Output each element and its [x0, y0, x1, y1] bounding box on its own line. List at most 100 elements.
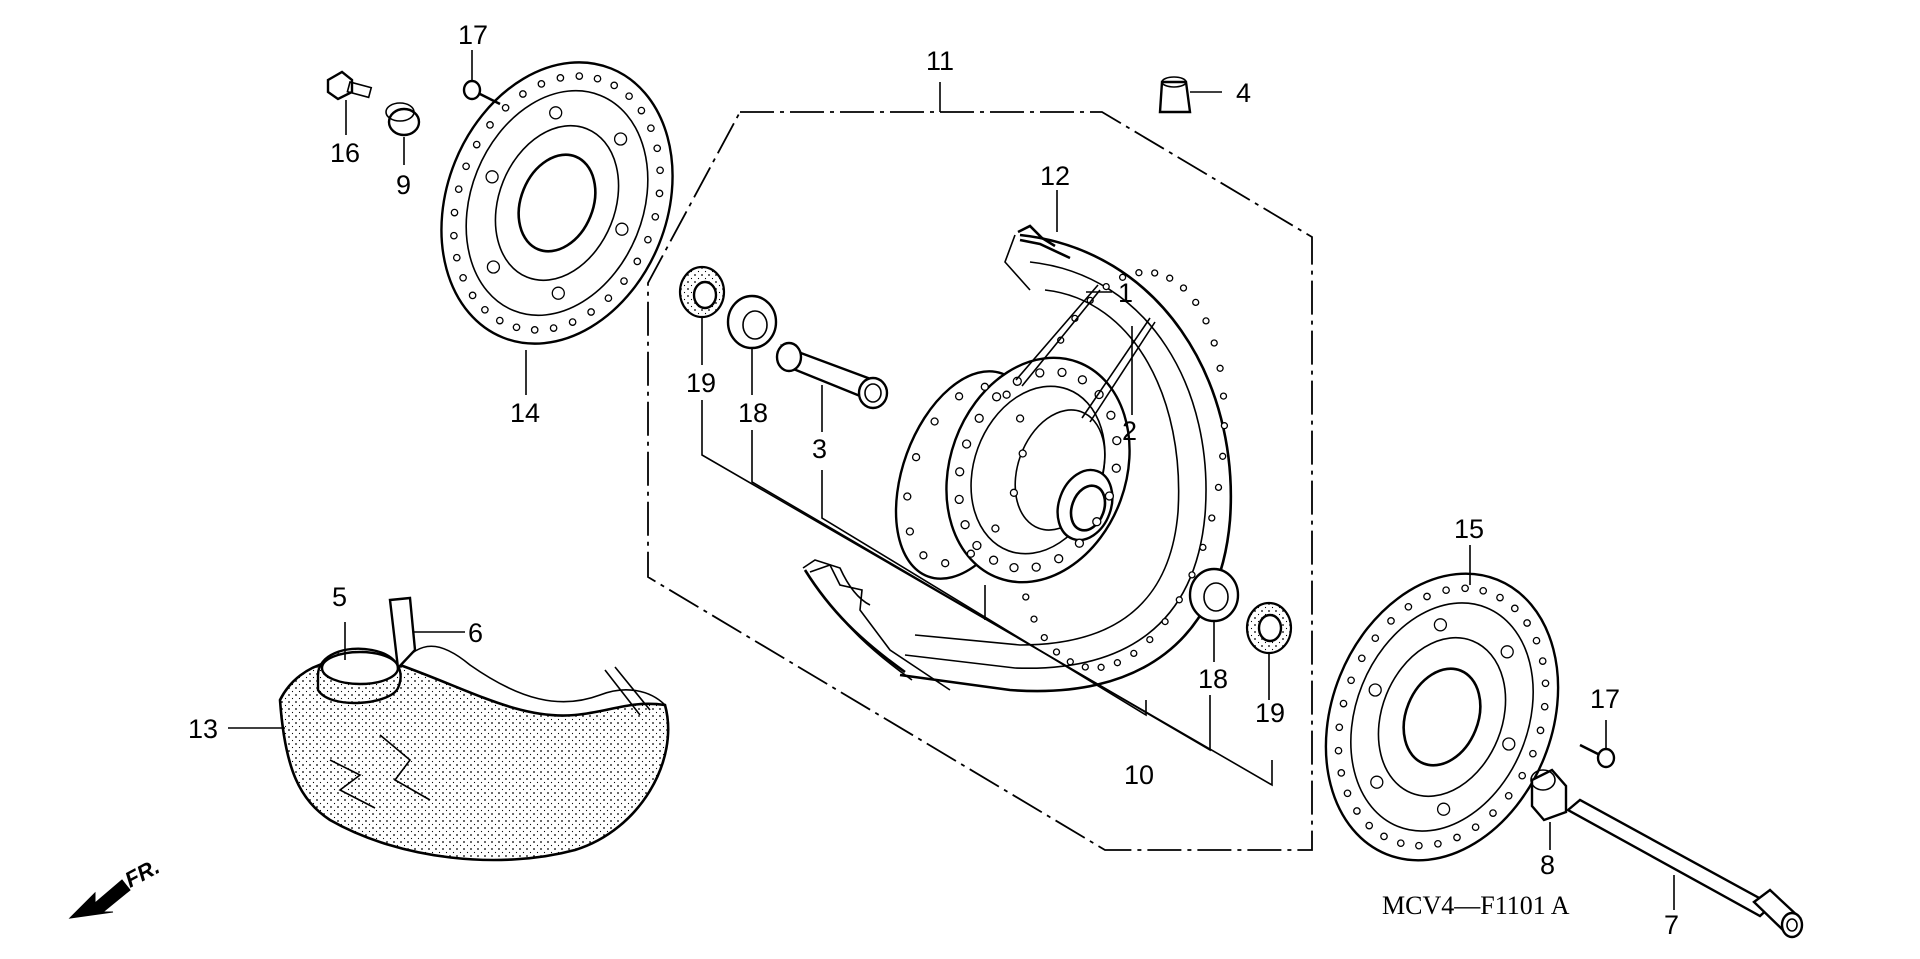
hub-hole [1031, 562, 1041, 572]
disc-vent-hole [1532, 636, 1541, 645]
rim-hole [1102, 282, 1110, 291]
hub-hole [1015, 414, 1025, 423]
hub-hole [1035, 368, 1045, 378]
disc-vent-hole [462, 162, 470, 171]
disc-vent-hole [1453, 833, 1461, 842]
disc-vent-hole [1523, 619, 1531, 627]
hub-hole [966, 549, 976, 558]
valve-stem-line-2 [1081, 317, 1151, 419]
brake-disc-left [440, 61, 674, 345]
callout-9: 9 [396, 170, 411, 200]
rim-hole [1086, 296, 1094, 305]
rim-hole [1202, 317, 1210, 325]
hub-hole [1018, 449, 1027, 458]
disc-vent-hole [644, 235, 652, 244]
radial-bearing-right-inner [1188, 567, 1240, 623]
hub-hole [972, 540, 982, 551]
hub-hole [1106, 410, 1116, 420]
rim-hole [1175, 596, 1183, 604]
hub-hole [905, 527, 915, 536]
disc-vent-hole [656, 166, 664, 175]
disc-mount-bolt [1368, 683, 1382, 697]
callout-8: 8 [1540, 850, 1555, 880]
disc-vent-hole [1529, 749, 1537, 758]
hub-hole [961, 439, 972, 449]
disc-vent-hole [1518, 771, 1527, 780]
disc-vent-hole [637, 106, 646, 115]
radial-bearing-left-outer [678, 265, 726, 319]
disc-vent-hole [1334, 746, 1343, 755]
side-collar-right [1530, 768, 1568, 822]
disc-vent-hole [486, 121, 494, 129]
callout-11: 11 [926, 46, 954, 76]
disc-vent-hole [653, 144, 662, 153]
front-axle [1565, 798, 1804, 939]
disc-vent-hole [452, 253, 461, 262]
hub-hole [919, 551, 928, 560]
hub-hole [988, 555, 999, 565]
rim-hole [1146, 635, 1154, 644]
callout-6: 6 [468, 618, 483, 648]
disc-vent-hole [1489, 809, 1497, 817]
radial-bearing-left-inner [726, 294, 778, 350]
disc-mount-bolt [615, 222, 629, 236]
rim-hole [1216, 364, 1224, 372]
disc-vent-hole [530, 326, 539, 334]
disc-vent-hole [519, 90, 527, 98]
rim-hole [1130, 649, 1138, 658]
hub-hole [955, 467, 965, 477]
rim-hole [1022, 593, 1030, 601]
hub-hole [1009, 488, 1019, 497]
disc-mount-bolt [1370, 775, 1384, 789]
disc-vent-hole [512, 323, 521, 332]
disc-vent-hole [537, 80, 546, 88]
disc-vent-hole [633, 257, 642, 266]
rim-hole [1219, 392, 1228, 400]
callout-1: 1 [1118, 278, 1133, 308]
disc-vent-hole [1387, 617, 1395, 625]
rim-tape [1019, 238, 1071, 260]
rim-hole [1081, 663, 1089, 671]
brake-disc-right [1324, 572, 1560, 862]
hub-hole [1009, 562, 1019, 573]
rim-hole [1066, 658, 1074, 666]
disc-vent-hole [625, 92, 633, 101]
hub-hole [1077, 375, 1088, 385]
hub-hole [991, 392, 1002, 402]
callout-19-right: 19 [1255, 698, 1285, 728]
wheel-rim [803, 224, 1233, 693]
rim-hole [1219, 452, 1227, 460]
rim-hole [1208, 514, 1216, 522]
disc-vent-hole [1404, 602, 1413, 611]
hub-hole [954, 494, 964, 505]
hub-hole [1002, 390, 1011, 399]
disc-mount-bolt [1436, 802, 1451, 816]
rim-hole [1179, 284, 1188, 292]
rim-band [388, 596, 417, 671]
disc-vent-hole [1339, 699, 1348, 708]
hub-hole [1092, 517, 1102, 527]
callout-12: 12 [1040, 161, 1070, 191]
disc-vent-hole [1504, 791, 1513, 800]
disc-vent-hole [1347, 676, 1355, 685]
radial-bearing-right-outer [1245, 601, 1293, 655]
disc-vent-hole [1434, 839, 1442, 848]
callout-17-top: 17 [458, 20, 488, 50]
inner-tube [316, 647, 402, 705]
callout-7: 7 [1664, 910, 1679, 940]
disc-vent-hole [1461, 584, 1469, 593]
disc-vent-hole [1496, 593, 1504, 602]
hub-hole [1057, 367, 1067, 378]
disc-vent-hole [587, 308, 595, 316]
disc-vent-hole [1510, 604, 1519, 613]
hub-hole [1054, 554, 1064, 564]
disc-vent-hole [1536, 726, 1545, 735]
hub-hole [911, 453, 921, 462]
callout-16: 16 [330, 138, 360, 168]
callout-19-left: 19 [686, 368, 716, 398]
disc-vent-hole [568, 318, 577, 326]
disc-vent-hole [604, 294, 613, 303]
hub-hole [1111, 463, 1121, 473]
rim-hole [1113, 659, 1122, 667]
